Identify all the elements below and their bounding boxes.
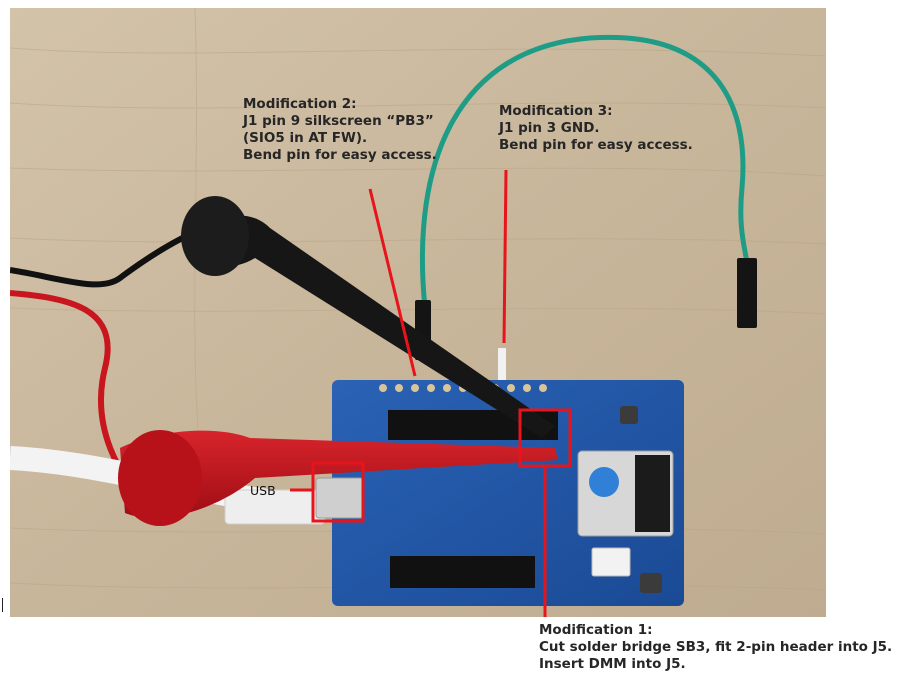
jumper-connector-right — [737, 258, 757, 328]
callout-box-usb — [311, 461, 365, 523]
module-blue-dot — [589, 467, 619, 497]
black-probe — [185, 215, 555, 438]
annotation-line: J1 pin 3 GND. — [499, 120, 600, 136]
board-photo — [10, 8, 826, 617]
red-probe-grip — [118, 430, 202, 526]
annotation-line: (SIO5 in AT FW). — [243, 130, 368, 146]
annotation-line: Bend pin for easy access. — [243, 147, 437, 163]
usb-label: USB — [250, 483, 276, 498]
module-antenna — [635, 455, 670, 532]
header-j2 — [390, 556, 535, 588]
callouts — [290, 169, 572, 617]
annotation-modification-2: Modification 2: J1 pin 9 silkscreen “PB3… — [243, 96, 437, 164]
button-rst — [640, 573, 662, 593]
red-probe — [120, 430, 558, 519]
margin-mark — [2, 598, 3, 612]
bent-pin — [498, 348, 506, 388]
black-probe-grip — [181, 196, 249, 276]
annotation-line: J1 pin 9 silkscreen “PB3” — [243, 113, 434, 129]
board-usb-port — [315, 477, 365, 519]
annotation-line: Bend pin for easy access. — [499, 137, 693, 153]
annotation-line: Modification 3: — [499, 103, 613, 119]
callout-line-mod2 — [368, 188, 417, 377]
button-btn0 — [620, 406, 638, 424]
annotation-modification-1: Modification 1: Cut solder bridge SB3, f… — [539, 622, 892, 673]
qwiic-connector — [591, 547, 631, 577]
annotation-line: Cut solder bridge SB3, fit 2-pin header … — [539, 639, 893, 655]
annotation-line: Modification 2: — [243, 96, 357, 112]
annotation-modification-3: Modification 3: J1 pin 3 GND. Bend pin f… — [499, 103, 693, 154]
annotation-line: Modification 1: — [539, 622, 653, 638]
annotation-line: Insert DMM into J5. — [539, 656, 686, 672]
callout-line-mod3 — [502, 169, 508, 344]
jumper-wire — [419, 34, 750, 309]
